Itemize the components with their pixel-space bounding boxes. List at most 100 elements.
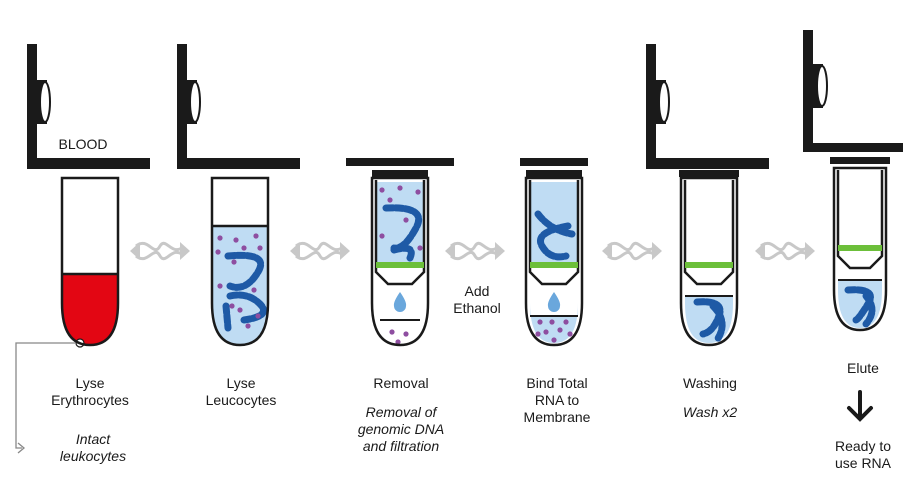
debris-particle [379,233,385,239]
rna-strand [709,302,726,344]
debris-particle [387,197,393,203]
debris-particle [215,249,221,255]
debris-particle [563,319,569,325]
debris-particle [537,319,543,325]
debris-particle [255,313,261,319]
silica-membrane [838,245,882,251]
filter-column-icon [346,158,454,347]
transition-arrow-icon [445,241,505,261]
cap-band [679,170,739,177]
debris-particle [389,329,395,335]
lid-strap [27,44,37,168]
debris-particle [251,287,257,293]
cap-band [372,170,428,177]
elution-tube-icon [803,30,903,422]
flowthrough-droplet [393,292,407,312]
debris-particle [253,233,259,239]
collection-tube [370,176,430,347]
collection-tube [832,166,888,332]
transition-arrow-icon [755,241,815,261]
blood-sample [62,274,118,345]
step-title-elute: Elute [847,360,879,376]
spin-column [374,180,426,286]
debris-particle [217,235,223,241]
debris-particle [241,245,247,251]
debris-particle [535,331,541,337]
lid-band [646,158,769,169]
dna-strand [224,251,265,291]
debris-particle [217,283,223,289]
dna-strand [390,244,415,262]
lid-band [803,143,903,152]
lid-strap [646,44,656,168]
debris-particle [257,245,263,251]
debris-particle [245,323,251,329]
step-title-washing: Washing [683,375,737,391]
debris-particle [379,187,385,193]
transition-arrow-icon [130,241,190,261]
lid-cap-ring [816,65,828,107]
lid-cap-ring [189,81,201,123]
debris-particle [237,307,243,313]
lid-cap-ring [39,81,51,123]
spin-column [528,180,580,286]
collection-tube [524,176,584,347]
column-contents [376,182,424,262]
step-note-removal: Removal of genomic DNA and filtration [357,404,445,454]
column-contents [530,182,578,262]
silica-membrane [376,262,424,268]
lid-strap [803,30,813,150]
binding-column-icon [520,158,588,347]
silica-membrane [530,262,578,268]
debris-particle [551,337,557,343]
step-title-removal: Removal [373,375,429,391]
callout-arrowhead [17,442,26,454]
step-note-wash: Wash x2 [682,404,738,420]
debris-particle [395,339,401,345]
transition-arrow-icon [290,241,350,261]
down-arrow-icon [847,390,873,422]
silica-membrane [685,262,733,268]
step-title-bind-rna: Bind Total RNA to Membrane [523,375,591,425]
lid-band [177,158,300,169]
transition-arrow-icon [602,241,662,261]
debris-particle [557,327,563,333]
debris-particle [403,217,409,223]
cap-band [830,157,890,164]
rna-strand [862,292,876,328]
cap-band [520,158,588,166]
tube-outline [210,176,270,347]
debris-particle [233,237,239,243]
blood-tube-label: BLOOD [58,136,108,152]
spin-column [683,180,735,286]
lid-cap-ring [658,81,670,123]
ethanol-droplet [547,292,561,312]
tube-outline [60,176,120,347]
lid-band [27,158,150,169]
debris-particle [231,259,237,265]
debris-particle [397,185,403,191]
debris-particle [417,245,423,251]
transition-label-add-ethanol: Add Ethanol [453,283,501,316]
callout-line [15,342,76,449]
result-ready-to-use-rna: Ready to use RNA [834,438,892,471]
step-title-lyse-leucocytes: Lyse Leucocytes [205,375,277,408]
cap-band [346,158,454,166]
debris-particle [229,303,235,309]
step-title-lyse-erythrocytes: Lyse Erythrocytes [51,375,129,408]
spin-column [836,170,884,270]
debris-particle [415,189,421,195]
debris-particle [549,319,555,325]
lysis-tube-icon [15,44,150,454]
debris-particle [403,331,409,337]
debris-particle [567,331,573,337]
cap-band [526,170,582,177]
wash-column-icon [646,44,769,347]
lysate-tube-icon [177,44,300,347]
dna-strand [222,302,232,332]
step-note-intact-leukocytes: Intact leukocytes [59,431,127,464]
collection-tube [679,176,739,347]
rna-strand [534,210,576,238]
debris-particle [543,329,549,335]
lid-strap [177,44,187,168]
